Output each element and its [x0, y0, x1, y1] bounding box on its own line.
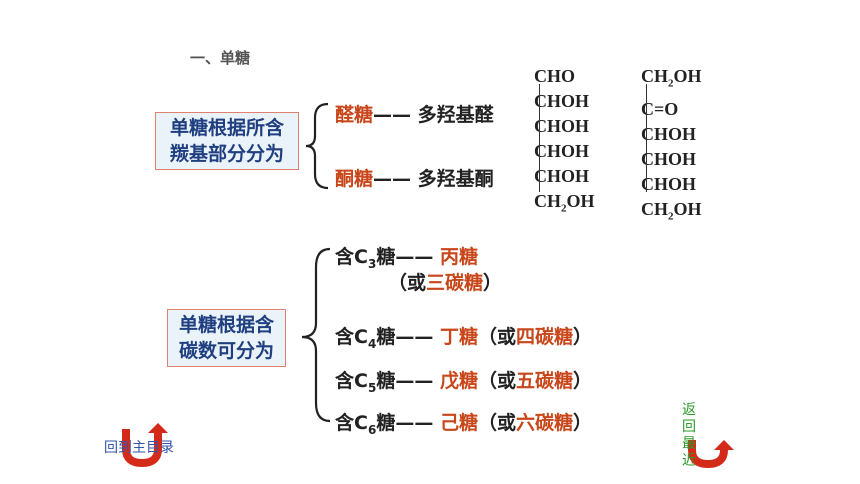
c4-alt-close: ） [573, 326, 593, 348]
c6-row: 含C6糖—— 己糖（或六碳糖） [335, 408, 592, 437]
ketose-row: 酮糖—— 多羟基酮 [335, 164, 494, 191]
ketose-line-2: C=O [641, 98, 679, 119]
ketose-line-3: CHOH [641, 123, 697, 144]
carbon-count-box: 单糖根据含 碳数可分为 [167, 309, 286, 367]
back-to-main-link[interactable]: 回到主目录 [104, 440, 174, 456]
c6-suffix: 糖 [376, 412, 396, 434]
box1-line2: 羰基部分分为 [169, 143, 284, 165]
c6-name: 己糖 [439, 412, 478, 434]
aldose-label: 醛糖 [335, 104, 374, 126]
carbonyl-classification-box: 单糖根据所含 羰基部分分为 [155, 112, 299, 170]
aldose-dash: —— [373, 104, 412, 126]
aldose-line-5: CHOH [534, 166, 590, 186]
c3-alt-close: ） [483, 272, 503, 294]
return-recent-link[interactable]: 返回最近 [682, 402, 696, 469]
aldose-line-6: CH2OH [534, 191, 595, 215]
c3-prefix: 含C [335, 246, 368, 268]
ketose-line-5: CHOH [641, 173, 697, 194]
c5-dash: —— [395, 370, 434, 392]
aldose-line-2: CHOH [534, 91, 590, 111]
box1-line1: 单糖根据所含 [169, 117, 284, 139]
ketose-formula: CH2OH C=O CHOH CHOH CHOH CH2OH [641, 64, 702, 229]
c5-alt-open: （或 [477, 370, 516, 392]
c4-prefix: 含C [335, 326, 368, 348]
c3-sub: 3 [367, 256, 377, 271]
c5-row: 含C5糖—— 戊糖（或五碳糖） [335, 366, 592, 395]
aldose-bond-line [539, 84, 540, 192]
aldose-line-3: CHOH [534, 116, 590, 136]
c5-suffix: 糖 [376, 370, 396, 392]
c4-suffix: 糖 [376, 326, 396, 348]
brace-2 [301, 247, 331, 423]
c6-dash: —— [395, 412, 434, 434]
box2-line2: 碳数可分为 [178, 340, 274, 362]
c5-alt: 五碳糖 [515, 370, 573, 392]
u-turn-arrow-icon[interactable] [118, 423, 170, 467]
c5-name: 戊糖 [439, 370, 478, 392]
ketose-line-4: CHOH [641, 148, 697, 169]
c4-alt: 四碳糖 [515, 326, 573, 348]
c6-sub: 6 [367, 422, 377, 437]
c4-name: 丁糖 [439, 326, 478, 348]
c6-prefix: 含C [335, 412, 368, 434]
c6-alt: 六碳糖 [515, 412, 573, 434]
c6-alt-close: ） [573, 412, 593, 434]
c6-alt-open: （或 [477, 412, 516, 434]
box2-line1: 单糖根据含 [178, 314, 274, 336]
c4-alt-open: （或 [477, 326, 516, 348]
c3-alt-open: （或 [388, 272, 427, 294]
aldose-line-1: CHO [534, 66, 576, 86]
ketose-line-6: CH2OH [641, 198, 702, 223]
aldose-formula: CHO CHOH CHOH CHOH CHOH CH2OH [534, 64, 595, 222]
aldose-desc: 多羟基醛 [417, 104, 494, 126]
c5-prefix: 含C [335, 370, 368, 392]
c3-suffix: 糖 [376, 246, 396, 268]
c5-alt-close: ） [573, 370, 593, 392]
ketose-label: 酮糖 [335, 168, 374, 190]
c4-row: 含C4糖—— 丁糖（或四碳糖） [335, 322, 592, 351]
c3-name: 丙糖 [439, 246, 478, 268]
section-title: 一、单糖 [190, 49, 251, 67]
aldose-line-4: CHOH [534, 141, 590, 161]
brace-1 [305, 102, 329, 190]
c4-sub: 4 [367, 336, 377, 351]
ketose-bond-line [646, 84, 647, 192]
ketose-desc: 多羟基酮 [417, 168, 494, 190]
c3-alt-row: （或三碳糖） [388, 268, 502, 295]
c3-alt: 三碳糖 [426, 272, 484, 294]
c4-dash: —— [395, 326, 434, 348]
c5-sub: 5 [367, 380, 377, 395]
ketose-dash: —— [373, 168, 412, 190]
return-arrow-icon[interactable] [688, 432, 738, 472]
c3-row: 含C3糖—— 丙糖 [335, 242, 478, 271]
c3-dash: —— [395, 246, 434, 268]
ketose-line-1: CH2OH [641, 66, 702, 90]
aldose-row: 醛糖—— 多羟基醛 [335, 100, 494, 127]
